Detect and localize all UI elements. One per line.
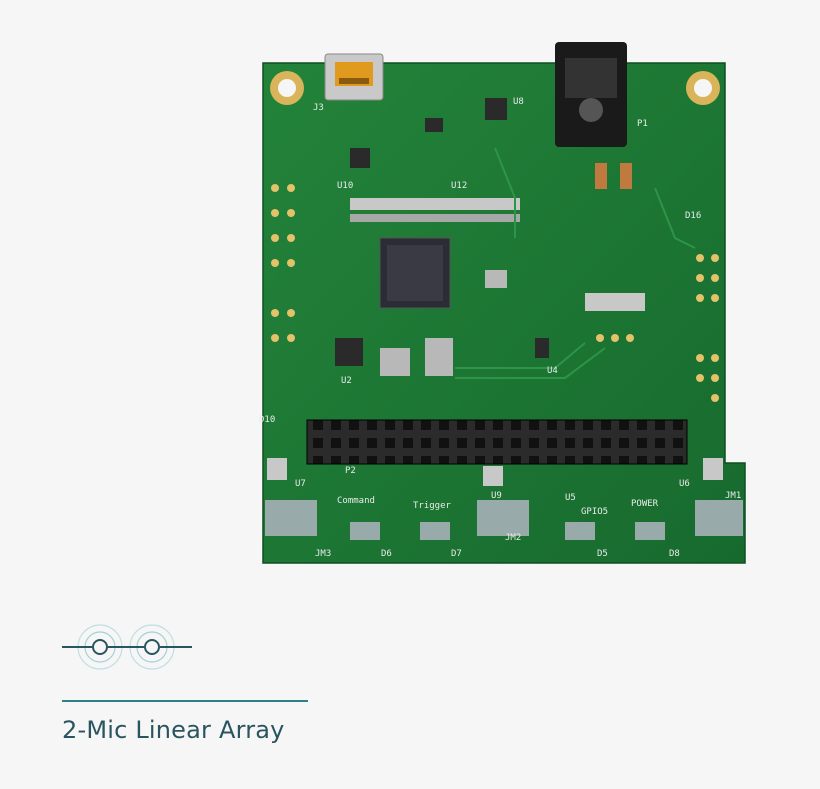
label-u6: U6 xyxy=(679,479,690,489)
via-dots xyxy=(271,184,719,402)
pcb-board-graphic: J3 U8 P1 D16 U10 U12 U2 U4 D10 U7 P2 U9 … xyxy=(259,42,746,564)
caption-divider xyxy=(62,700,308,702)
label-trigger: Trigger xyxy=(413,501,452,511)
label-d6: D6 xyxy=(381,549,392,559)
label-d16: D16 xyxy=(685,211,701,221)
label-u12: U12 xyxy=(451,181,467,191)
label-u2: U2 xyxy=(341,376,352,386)
label-u8: U8 xyxy=(513,97,524,107)
label-jm1: JM1 xyxy=(725,491,741,501)
audio-jack xyxy=(555,42,627,147)
main-chip xyxy=(379,237,451,309)
usb-connector xyxy=(324,53,384,101)
product-caption: 2-Mic Linear Array xyxy=(62,716,285,744)
label-d5: D5 xyxy=(597,549,608,559)
label-u5: U5 xyxy=(565,493,576,503)
label-u7: U7 xyxy=(295,479,306,489)
label-u10: U10 xyxy=(337,181,353,191)
label-j3: J3 xyxy=(313,103,324,113)
jumper-blocks xyxy=(265,500,743,540)
mic-array-icon xyxy=(58,612,198,682)
label-gpio5: GPIO5 xyxy=(581,507,608,517)
label-u4: U4 xyxy=(547,366,558,376)
gpio-header xyxy=(306,419,688,465)
label-p1: P1 xyxy=(637,119,648,129)
microphones xyxy=(267,458,723,486)
label-jm2: JM2 xyxy=(505,533,521,543)
resistor-rows xyxy=(350,198,645,311)
traces xyxy=(455,147,696,379)
label-d8: D8 xyxy=(669,549,680,559)
mounting-holes xyxy=(270,71,720,105)
label-u9: U9 xyxy=(491,491,502,501)
label-d10: D10 xyxy=(259,415,275,425)
label-power: POWER xyxy=(631,499,659,509)
small-components xyxy=(335,98,632,376)
pcb-board-image: J3 U8 P1 D16 U10 U12 U2 U4 D10 U7 P2 U9 … xyxy=(255,38,755,578)
label-command: Command xyxy=(337,496,375,506)
label-jm3: JM3 xyxy=(315,549,331,559)
label-p2: P2 xyxy=(345,466,356,476)
board-outline xyxy=(262,62,746,564)
label-d7: D7 xyxy=(451,549,462,559)
